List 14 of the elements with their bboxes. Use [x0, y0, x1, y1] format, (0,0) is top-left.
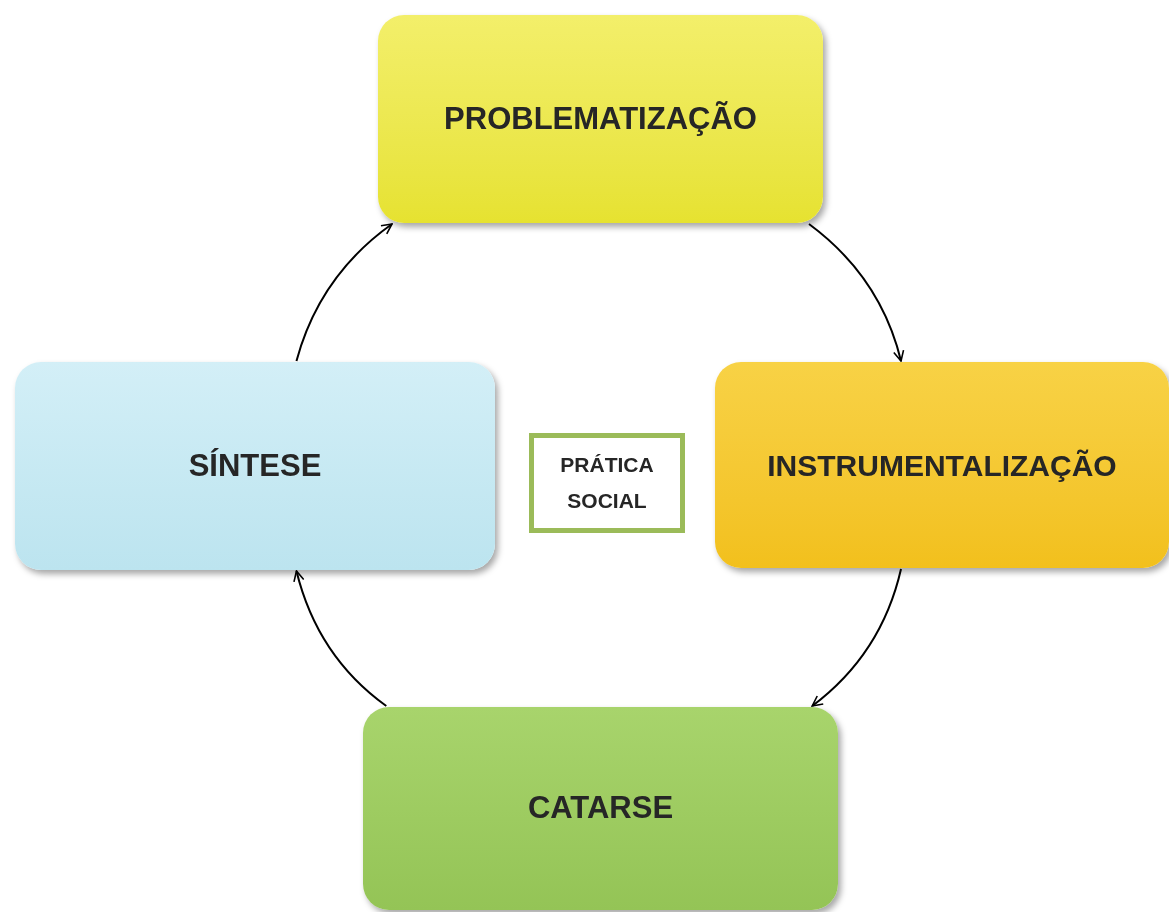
stage-box	[363, 707, 838, 910]
curved-arrow	[293, 570, 388, 707]
box-label: SÍNTESE	[188, 446, 322, 485]
box-label: INSTRUMENTALIZAÇÃO	[767, 447, 1117, 484]
center-box	[529, 433, 685, 533]
stage-box	[378, 15, 823, 223]
box-label: PROBLEMATIZAÇÃO	[444, 99, 757, 138]
box-label: CATARSE	[527, 789, 674, 828]
curved-arrow	[811, 568, 902, 707]
curved-arrow	[808, 223, 904, 362]
box-label: PRÁTICA SOCIAL	[559, 452, 655, 514]
stage-box	[715, 362, 1169, 568]
curved-arrow	[295, 223, 393, 362]
stage-box	[15, 362, 495, 570]
